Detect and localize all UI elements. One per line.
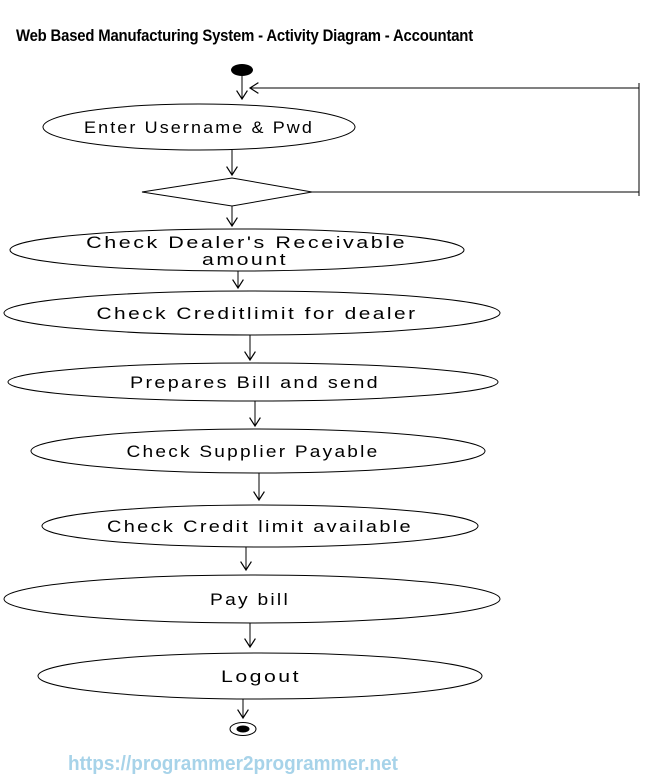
loop-edge xyxy=(248,82,640,193)
activity-pay-bill xyxy=(3,574,501,624)
activity-check-creditlimit-dealer xyxy=(3,290,501,336)
page-title: Web Based Manufacturing System - Activit… xyxy=(16,26,473,45)
activity-logout xyxy=(37,652,483,700)
final-node-dot xyxy=(236,725,250,733)
activity-label-line1: Check Dealer's Receivable xyxy=(86,233,407,252)
activity-check-dealers-receivable xyxy=(9,228,465,272)
activity-label: Prepares Bill and send xyxy=(130,373,380,392)
initial-node xyxy=(231,64,253,76)
activity-label: Logout xyxy=(221,667,301,686)
activity-check-credit-limit-available xyxy=(41,504,479,548)
footer-link: https://programmer2programmer.net xyxy=(68,753,398,775)
activity-label: Enter Username & Pwd xyxy=(84,118,314,137)
activity-label: Pay bill xyxy=(210,590,290,609)
activity-check-supplier-payable xyxy=(30,428,486,474)
activity-label-line2: amount xyxy=(202,250,288,269)
activity-enter-username xyxy=(42,103,356,151)
activity-prepares-bill xyxy=(7,362,499,402)
activity-label: Check Dealer's Receivable amount xyxy=(86,233,414,269)
decision-diamond xyxy=(141,177,313,207)
activity-label: Check Supplier Payable xyxy=(127,442,380,461)
activity-label: Check Creditlimit for dealer xyxy=(97,304,418,323)
activity-label: Check Credit limit available xyxy=(107,517,413,536)
